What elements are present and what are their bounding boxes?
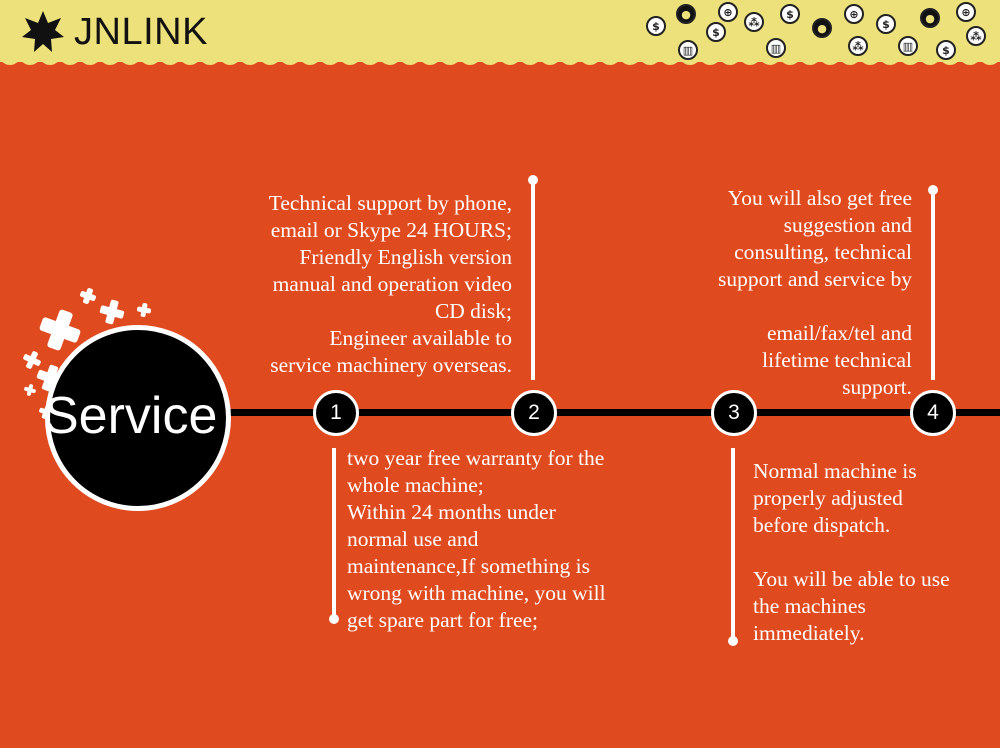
timeline-node-4[interactable]: 4 bbox=[910, 390, 956, 436]
header-band bbox=[0, 0, 1000, 62]
timeline-node-1[interactable]: 1 bbox=[313, 390, 359, 436]
connector-stem-3 bbox=[731, 448, 735, 640]
globe-icon: ⊕ bbox=[844, 4, 864, 24]
connector-dot-4 bbox=[928, 185, 938, 195]
item-3-text: Normal machine is properly adjusted befo… bbox=[753, 459, 950, 645]
connector-dot-3 bbox=[728, 636, 738, 646]
item-1-text: two year free warranty for the whole mac… bbox=[347, 446, 606, 632]
service-badge bbox=[45, 325, 231, 511]
timeline-line bbox=[200, 409, 1000, 416]
network-icon: ⁂ bbox=[848, 36, 868, 56]
dollar-icon: $ bbox=[936, 40, 956, 60]
person-icon: ● bbox=[920, 8, 940, 28]
connector-stem-1 bbox=[332, 448, 336, 618]
dollar-icon: $ bbox=[646, 16, 666, 36]
connector-dot-1 bbox=[329, 614, 339, 624]
timeline-node-2[interactable]: 2 bbox=[511, 390, 557, 436]
header-scallop-edge bbox=[0, 54, 1000, 65]
network-icon: ⁂ bbox=[966, 26, 986, 46]
connector-dot-2 bbox=[528, 175, 538, 185]
network-icon: ⁂ bbox=[744, 12, 764, 32]
chart-icon: ▥ bbox=[898, 36, 918, 56]
sparkle-crosses-decoration bbox=[23, 288, 152, 419]
dollar-icon: $ bbox=[706, 22, 726, 42]
star-logo-icon bbox=[22, 11, 64, 52]
chart-icon: ▥ bbox=[678, 40, 698, 60]
brand[interactable]: JNLINK bbox=[20, 10, 208, 54]
globe-icon: ⊕ bbox=[718, 2, 738, 22]
timeline-node-3[interactable]: 3 bbox=[711, 390, 757, 436]
person-icon: ● bbox=[676, 4, 696, 24]
item-4-text: You will also get free suggestion and co… bbox=[717, 186, 912, 399]
decorative-coin-icons: $ ● ▥ $ ⊕ ⁂ ▥ $ ● ⊕ ⁂ $ ▥ ● $ ⊕ ⁂ bbox=[640, 2, 995, 62]
globe-icon: ⊕ bbox=[956, 2, 976, 22]
dollar-icon: $ bbox=[780, 4, 800, 24]
person-icon: ● bbox=[812, 18, 832, 38]
connector-stem-2 bbox=[531, 180, 535, 380]
service-label: Service bbox=[44, 387, 218, 445]
brand-name: JNLINK bbox=[74, 10, 208, 53]
item-2-text: Technical support by phone, email or Sky… bbox=[268, 191, 512, 377]
chart-icon: ▥ bbox=[766, 38, 786, 58]
dollar-icon: $ bbox=[876, 14, 896, 34]
connector-stem-4 bbox=[931, 190, 935, 380]
